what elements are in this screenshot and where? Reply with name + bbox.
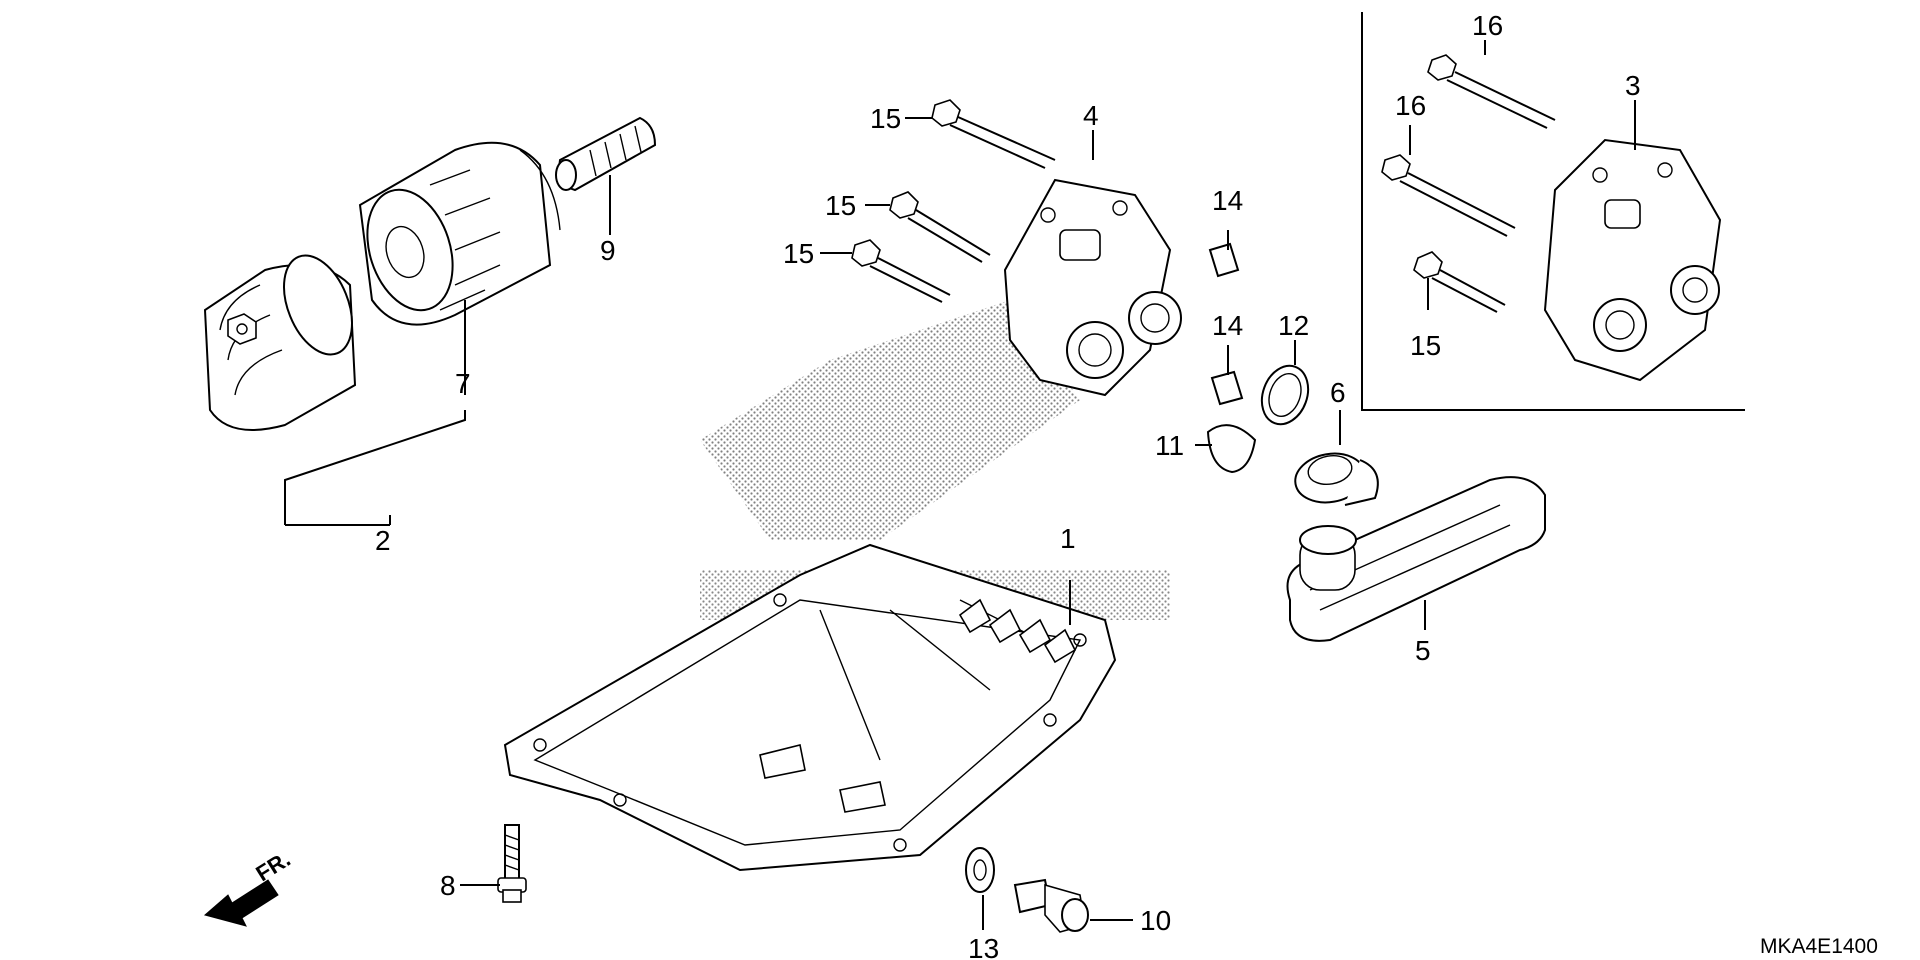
callout-3: 3 (1625, 70, 1641, 101)
drain-bolt-10 (1013, 878, 1089, 933)
bolt-15-c (851, 239, 951, 303)
callout-11: 11 (1155, 430, 1184, 461)
o-ring-12 (1260, 364, 1310, 426)
callout-15-middle: 15 (825, 190, 856, 221)
dowel-pin-14-b (1210, 370, 1244, 406)
callout-16-left: 16 (1395, 90, 1426, 121)
leader-lines (284, 40, 1636, 930)
callout-labels: 1 2 3 4 5 6 7 8 9 10 11 12 13 14 14 15 1… (375, 10, 1641, 960)
oil-strainer (1286, 476, 1546, 642)
oil-filter-cover (203, 254, 357, 431)
o-ring-11 (1206, 424, 1257, 474)
oil-pump (1003, 178, 1182, 397)
oil-pan (503, 543, 1117, 872)
callout-14-upper: 14 (1212, 185, 1243, 216)
washer-13 (965, 847, 995, 893)
bolt-16-b (1381, 154, 1516, 237)
callout-4: 4 (1083, 100, 1099, 131)
callout-12: 12 (1278, 310, 1309, 341)
callout-5: 5 (1415, 635, 1431, 666)
threaded-nipple (555, 116, 657, 192)
diagram-code: MKA4E1400 (1760, 935, 1878, 958)
front-marker: FR. (251, 846, 294, 886)
seal-6 (1294, 452, 1379, 506)
callout-14-lower: 14 (1212, 310, 1243, 341)
callout-16-top: 16 (1472, 10, 1503, 41)
bolt-16-a (1427, 54, 1556, 129)
callout-9: 9 (600, 235, 616, 266)
callout-15-lower: 15 (783, 238, 814, 269)
bolt-15-b (889, 191, 991, 263)
front-direction-arrow: FR. (203, 846, 295, 927)
bolt-15-a (931, 99, 1056, 169)
callout-10: 10 (1140, 905, 1171, 936)
dowel-pin-14-a (1208, 242, 1240, 278)
callout-13: 13 (968, 933, 999, 960)
callout-1: 1 (1060, 523, 1076, 554)
bolt-15-inset (1413, 251, 1506, 313)
callout-6: 6 (1330, 377, 1346, 408)
inset-frame (1361, 12, 1745, 411)
callout-7: 7 (455, 368, 471, 399)
callout-15-inset: 15 (1410, 330, 1441, 361)
callout-8: 8 (440, 870, 456, 901)
oil-filter (358, 141, 561, 326)
callout-15-top: 15 (870, 103, 901, 134)
callout-2: 2 (375, 525, 391, 556)
oil-pump-assembly-inset (1543, 138, 1722, 382)
bolt-8 (497, 824, 527, 903)
